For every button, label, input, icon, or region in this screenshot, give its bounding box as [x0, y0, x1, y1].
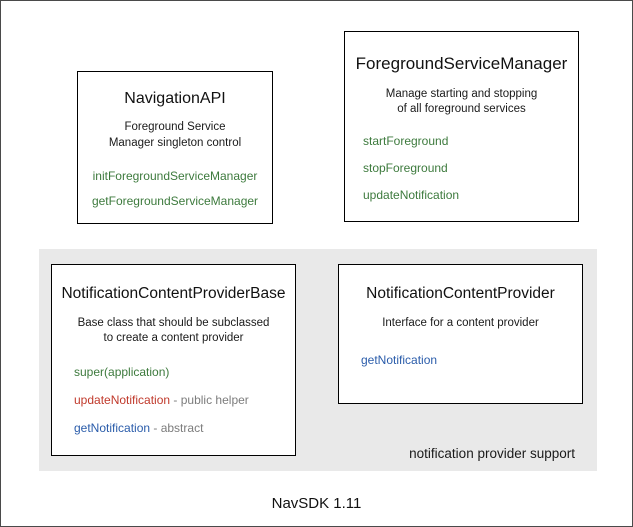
method-name: getNotification	[361, 353, 438, 368]
class-description-notification-content-provider-base: Base class that should be subclassed to …	[77, 316, 270, 345]
class-description-notification-content-provider: Interface for a content provider	[382, 316, 539, 329]
class-description-navigation-api: Foreground Service Manager singleton con…	[108, 121, 242, 149]
method-item[interactable]: updateNotification	[363, 188, 578, 203]
method-name: initForegroundServiceManager	[92, 169, 258, 184]
class-title-notification-content-provider-base: NotificationContentProviderBase	[61, 285, 286, 302]
group-panel-label: notification provider support	[409, 446, 575, 461]
method-note: - abstract	[150, 420, 204, 435]
method-item[interactable]: getForegroundServiceManager	[78, 194, 272, 209]
class-box-foreground-service-manager[interactable]: ForegroundServiceManager Manage starting…	[344, 31, 579, 222]
method-name: updateNotification	[74, 392, 171, 407]
class-title-foreground-service-manager: ForegroundServiceManager	[355, 54, 568, 73]
method-list-notification-content-provider: getNotification	[339, 353, 582, 368]
method-name: updateNotification	[363, 187, 460, 202]
method-name: getNotification	[74, 420, 151, 435]
method-list-notification-content-provider-base: super(application) updateNotification - …	[52, 365, 295, 436]
class-box-notification-content-provider-base[interactable]: NotificationContentProviderBase Base cla…	[51, 264, 296, 456]
class-box-navigation-api[interactable]: NavigationAPI Foreground Service Manager…	[77, 71, 273, 224]
method-item[interactable]: getNotification - abstract	[74, 421, 295, 436]
method-list-foreground-service-manager: startForeground stopForeground updateNot…	[345, 134, 578, 203]
method-list-navigation-api: initForegroundServiceManager getForegrou…	[78, 169, 272, 209]
class-title-navigation-api: NavigationAPI	[124, 90, 226, 107]
method-name: stopForeground	[363, 160, 448, 175]
method-item[interactable]: getNotification	[361, 353, 582, 368]
method-item[interactable]: stopForeground	[363, 161, 578, 176]
method-item[interactable]: super(application)	[74, 365, 295, 380]
class-description-foreground-service-manager: Manage starting and stopping of all fore…	[385, 87, 538, 116]
method-name: startForeground	[363, 133, 449, 148]
method-item[interactable]: startForeground	[363, 134, 578, 149]
class-box-notification-content-provider[interactable]: NotificationContentProvider Interface fo…	[338, 264, 583, 404]
method-note: - public helper	[170, 392, 249, 407]
method-item[interactable]: initForegroundServiceManager	[78, 169, 272, 184]
method-name: getForegroundServiceManager	[91, 194, 259, 209]
method-item[interactable]: updateNotification - public helper	[74, 393, 295, 408]
method-name: super(application)	[74, 364, 170, 379]
class-title-notification-content-provider: NotificationContentProvider	[366, 285, 555, 302]
footer-caption: NavSDK 1.11	[271, 495, 362, 512]
